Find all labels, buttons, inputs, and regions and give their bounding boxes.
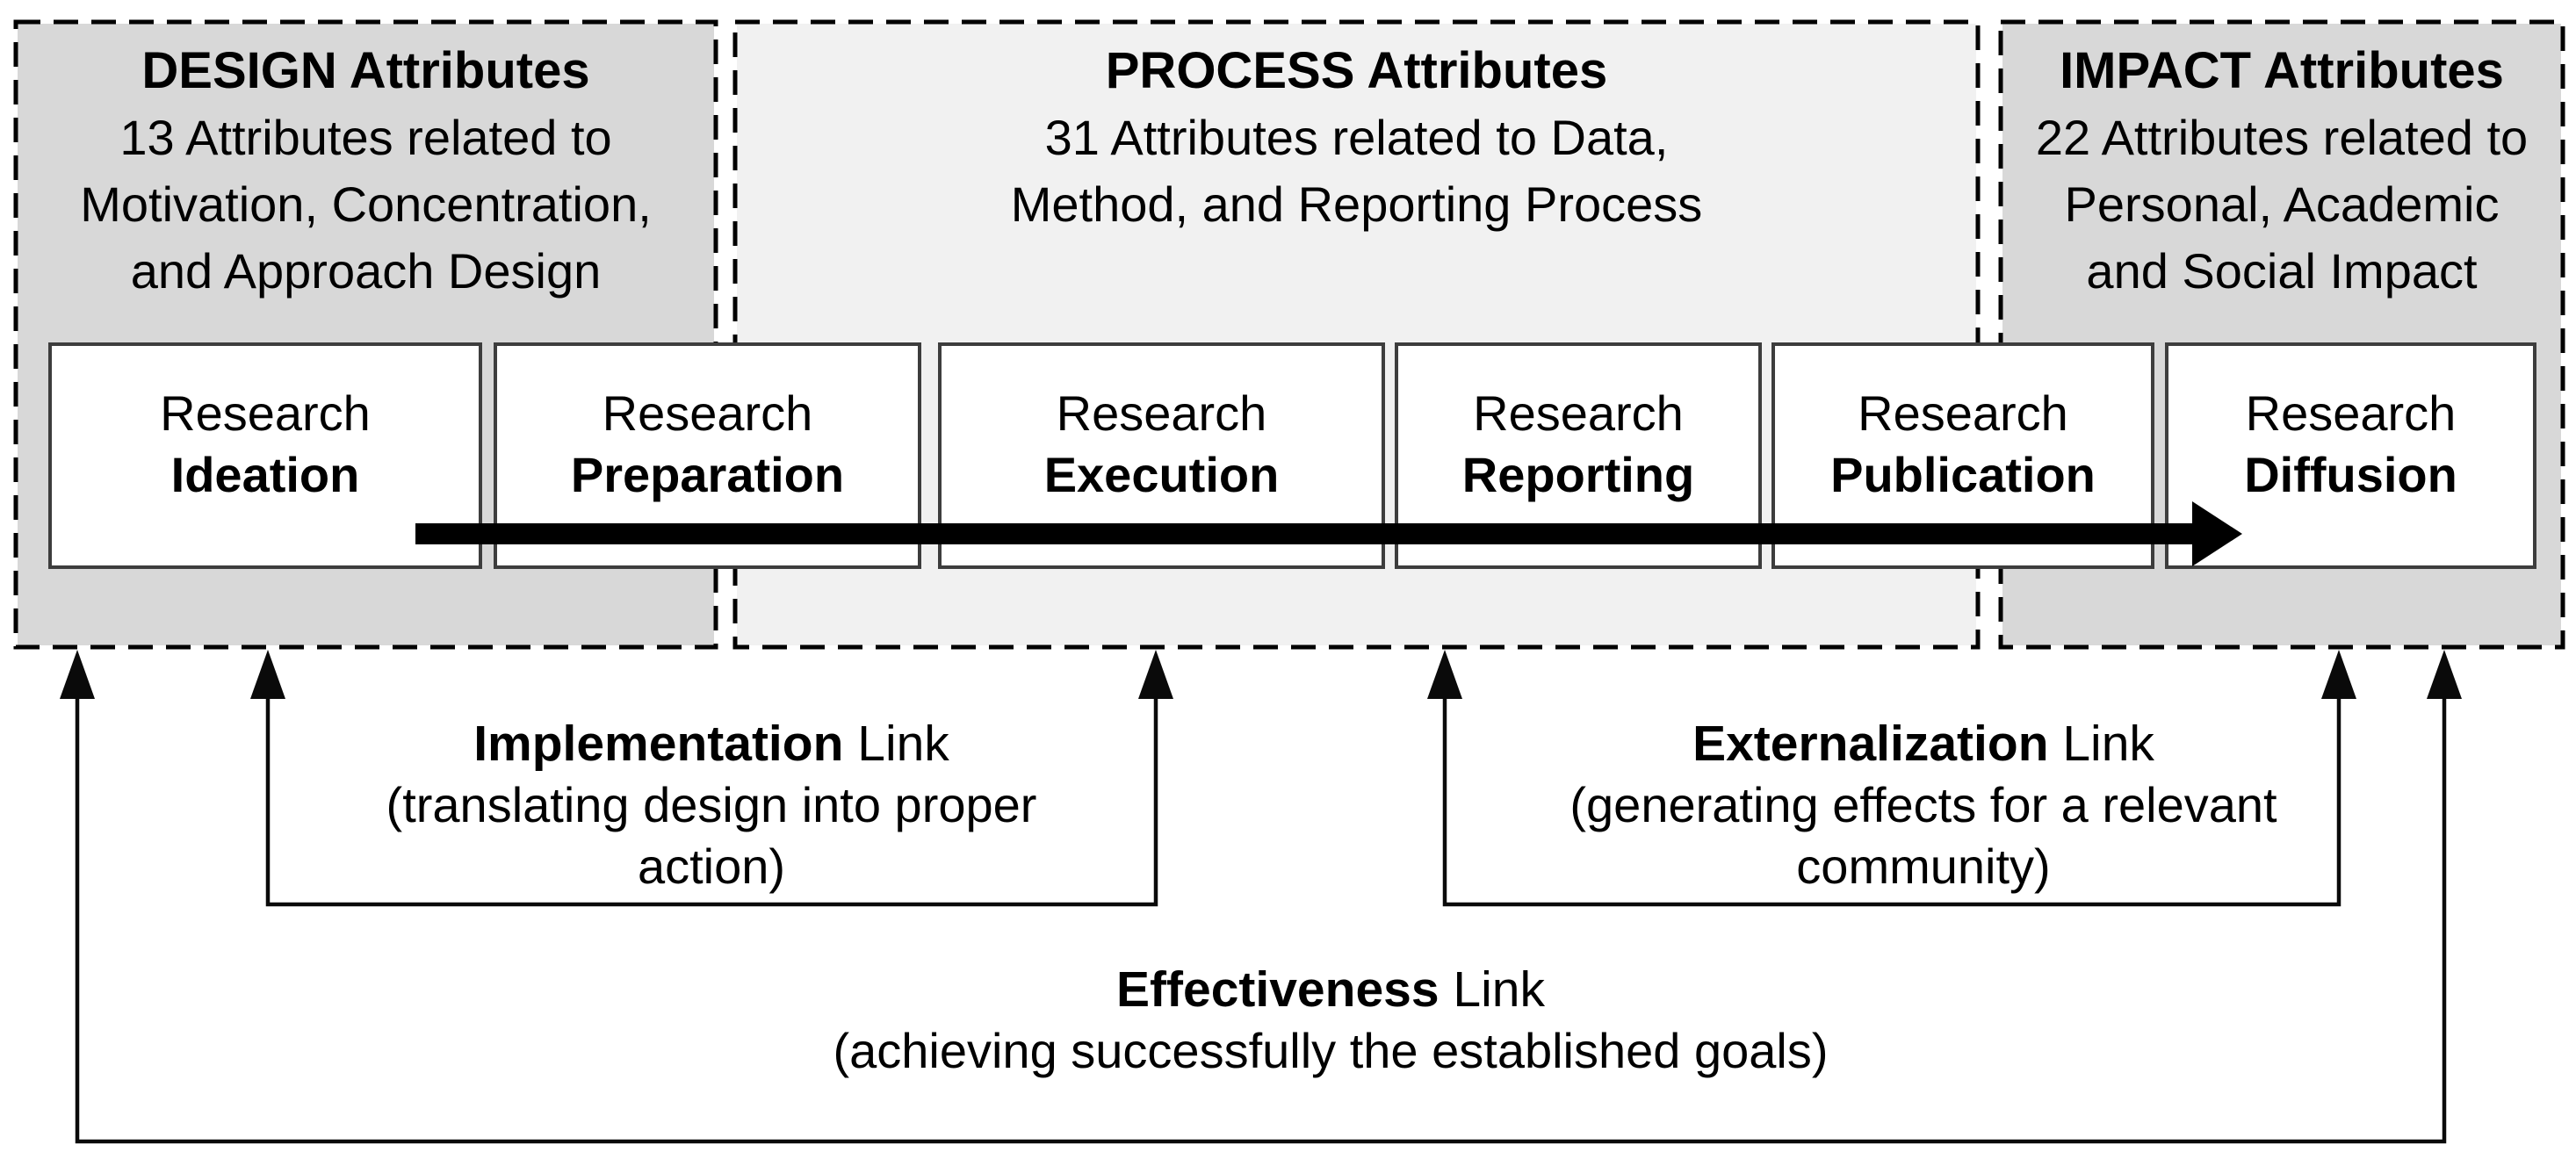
externalization-link-title-rest: Link	[2048, 716, 2154, 772]
design-panel-title: DESIGN Attributes	[141, 42, 590, 99]
stage-research-execution: Research Execution	[938, 342, 1385, 569]
impact-panel-description: 22 Attributes related to Personal, Acade…	[2035, 110, 2529, 299]
stage-label-line2: Diffusion	[2244, 447, 2457, 502]
stage-label-line1: Research	[1473, 385, 1684, 441]
process-panel-title: PROCESS Attributes	[1105, 42, 1608, 99]
effectiveness-up-arrowhead-right-icon	[2427, 650, 2462, 699]
impact-panel-title: IMPACT Attributes	[2060, 42, 2504, 99]
design-panel-description: 13 Attributes related to Motivation, Con…	[80, 110, 652, 299]
externalization-up-arrowhead-left-icon	[1427, 650, 1462, 699]
design-panel-text: DESIGN Attributes 13 Attributes related …	[18, 38, 714, 305]
implementation-link-description: (translating design into proper action)	[386, 777, 1037, 894]
impact-panel-text: IMPACT Attributes 22 Attributes related …	[2002, 38, 2561, 305]
effectiveness-link-description: (achieving successfully the established …	[833, 1023, 1829, 1078]
implementation-link-label: Implementation Link (translating design …	[290, 713, 1133, 897]
stage-label-line1: Research	[1056, 385, 1267, 441]
externalization-link-description: (generating effects for a relevant commu…	[1569, 777, 2277, 894]
effectiveness-link-title: Effectiveness Link	[716, 959, 1945, 1020]
stage-label-line1: Research	[1858, 385, 2068, 441]
implementation-link-title: Implementation Link	[290, 713, 1133, 774]
stage-label-line2: Publication	[1830, 447, 2096, 502]
stage-research-ideation: Research Ideation	[48, 342, 482, 569]
stage-research-publication: Research Publication	[1771, 342, 2154, 569]
implementation-up-arrowhead-left-icon	[250, 650, 285, 699]
effectiveness-link-title-bold: Effectiveness	[1116, 961, 1440, 1018]
stage-research-reporting: Research Reporting	[1395, 342, 1762, 569]
implementation-link-title-rest: Link	[843, 716, 949, 772]
process-panel-text: PROCESS Attributes 31 Attributes related…	[737, 38, 1976, 238]
externalization-link-title: Externalization Link	[1440, 713, 2406, 774]
stage-label-line1: Research	[160, 385, 371, 441]
externalization-link-label: Externalization Link (generating effects…	[1440, 713, 2406, 897]
stage-label-line2: Preparation	[570, 447, 845, 502]
externalization-up-arrowhead-right-icon	[2321, 650, 2356, 699]
implementation-up-arrowhead-right-icon	[1138, 650, 1173, 699]
process-panel-description: 31 Attributes related to Data, Method, a…	[1010, 110, 1703, 232]
effectiveness-link-title-rest: Link	[1439, 961, 1545, 1018]
externalization-link-title-bold: Externalization	[1692, 716, 2049, 772]
implementation-link-title-bold: Implementation	[473, 716, 844, 772]
stage-label-line1: Research	[602, 385, 813, 441]
stage-label-line1: Research	[2245, 385, 2457, 441]
stage-research-preparation: Research Preparation	[494, 342, 921, 569]
effectiveness-up-arrowhead-left-icon	[60, 650, 95, 699]
stage-research-diffusion: Research Diffusion	[2165, 342, 2536, 569]
stage-label-line2: Execution	[1043, 447, 1280, 502]
effectiveness-link-label: Effectiveness Link (achieving successful…	[716, 959, 1945, 1082]
stage-label-line2: Ideation	[170, 447, 360, 502]
stage-label-line2: Reporting	[1461, 447, 1695, 502]
